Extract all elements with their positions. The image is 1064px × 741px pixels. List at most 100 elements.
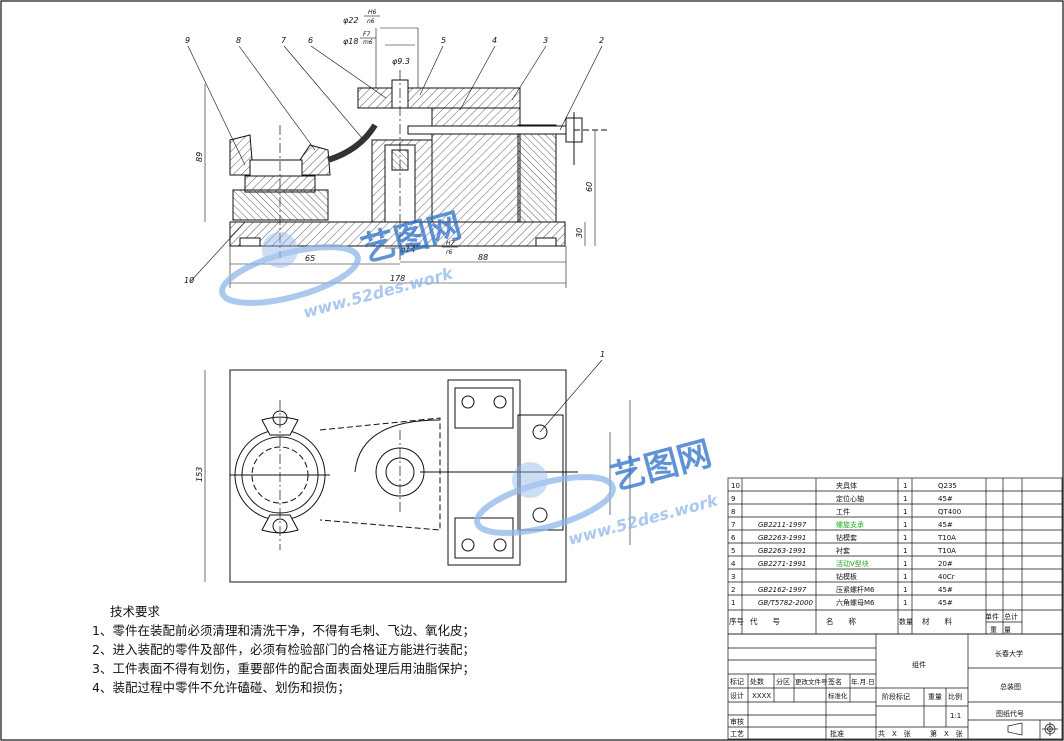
tb-scale: 1:1	[950, 712, 961, 720]
bom-cell-material: 45#	[938, 521, 953, 529]
fit-1-den: n6	[367, 18, 375, 25]
bom-cell-name: 工件	[836, 507, 850, 516]
leader-1: 1	[600, 350, 605, 359]
bom-cell-name: 螺旋支承	[836, 520, 864, 529]
bom-cell-material: Q235	[938, 482, 957, 490]
leader-7: 7	[281, 36, 287, 45]
tb-process: 工艺	[730, 730, 744, 738]
leader-8: 8	[236, 36, 241, 45]
tech-req-item: 4、装配过程中零件不允许磕碰、划伤和损伤；	[92, 680, 350, 695]
bom-cell-no: 8	[731, 508, 735, 516]
bom-cell-material: T10A	[937, 547, 956, 555]
bom-cell-qty: 1	[903, 495, 907, 503]
bom-cell-no: 9	[731, 495, 735, 503]
bom-cell-no: 10	[731, 482, 740, 490]
bom-cell-name: 钻模套	[836, 533, 857, 542]
tb-zone: 分区	[776, 677, 790, 686]
dim-178: 178	[390, 274, 405, 283]
bom-cell-qty: 1	[903, 534, 907, 542]
tech-req-item: 3、工件表面不得有划伤，重要部件的配合面表面处理后用油脂保护；	[92, 661, 475, 676]
v-block-body	[431, 107, 521, 223]
bom-cell-no: 4	[731, 560, 736, 568]
tech-req-item: 1、零件在装配前必须清理和清洗干净，不得有毛刺、飞边、氧化皮；	[92, 623, 475, 638]
tb-drawing-name: 总装图	[1000, 682, 1021, 691]
tb-sheet-no: 第 X 张	[930, 729, 963, 738]
fit-1-dia: φ22	[343, 16, 358, 25]
leader-3: 3	[543, 36, 548, 45]
bom-cell-qty: 1	[903, 599, 907, 607]
bom-cell-name: 压紧螺杆M6	[836, 585, 875, 594]
fit-2-den: m6	[363, 39, 373, 46]
bom-header-qty: 数量	[899, 617, 913, 626]
bom-cell-qty: 1	[903, 573, 907, 581]
dim-phi9: φ9.3	[392, 57, 410, 66]
dim-89: 89	[195, 152, 204, 162]
tb-mark: 标记	[730, 677, 744, 686]
tb-sheets: 共 X 张	[878, 729, 911, 738]
bom-cell-no: 5	[731, 547, 735, 555]
watermark-2-brand: 艺图网	[607, 434, 716, 499]
top-base-outline	[229, 369, 567, 583]
front-leaders	[187, 45, 603, 283]
top-dimensions	[204, 359, 631, 582]
fit-1-num: H6	[368, 9, 377, 16]
bom-cell-name: 六角螺母M6	[836, 598, 875, 607]
front-leader-labels: 9 8 7 6 5 4 3 2 10	[184, 36, 604, 285]
front-dimension-text: 65 88 178 60 30 89 φ9.3 φ22 H6 n6 φ18 F7…	[195, 9, 594, 283]
bom-cell-qty: 1	[903, 586, 907, 594]
fit-2-dia: φ18	[343, 37, 358, 46]
technical-requirements: 技术要求 1、零件在装配前必须清理和清洗干净，不得有毛刺、飞边、氧化皮； 2、进…	[92, 602, 552, 697]
tech-req-item: 2、进入装配的零件及部件，必须有检验部门的合格证方能进行装配；	[92, 642, 475, 657]
bom-cell-qty: 1	[903, 482, 907, 490]
fit-2-num: F7	[363, 31, 370, 38]
bom-cell-qty: 1	[903, 560, 907, 568]
bom-cell-material: 40Cr	[938, 573, 955, 581]
top-view	[229, 369, 578, 583]
clamp-block	[517, 124, 557, 223]
dim-153: 153	[195, 467, 204, 482]
tb-scale-label: 比例	[948, 692, 962, 701]
title-block-text: 标记 处数 分区 更改文件号 签名 年.月.日 设计 XXXX 标准化 审核 工…	[730, 649, 1024, 738]
bom-header-total: 总计	[1004, 612, 1018, 621]
leader-5: 5	[441, 36, 446, 45]
projection-symbol-icon	[1007, 722, 1058, 736]
bom-cell-name: 活动V型块	[836, 559, 869, 568]
tb-count: 处数	[750, 677, 764, 686]
bom-cell-qty: 1	[903, 547, 907, 555]
clamp-screw	[407, 125, 574, 135]
fit-3-num: H7	[446, 240, 455, 247]
bom-cell-code: GB2263-1991	[758, 547, 806, 555]
watermark-2-url: www.52des.work	[566, 490, 721, 549]
leader-2: 2	[599, 36, 604, 45]
bom-cell-no: 3	[731, 573, 735, 581]
bom-grid	[727, 477, 1063, 635]
bom-cell-code: GB2263-1991	[758, 534, 806, 542]
tb-sign: 签名	[828, 677, 842, 686]
bom-cell-no: 6	[731, 534, 736, 542]
bom-header-no: 序号	[729, 616, 744, 626]
bom-cell-code: GB2271-1991	[758, 560, 806, 568]
tech-req-title: 技术要求	[110, 604, 161, 619]
bom-cell-name: 定位心轴	[836, 494, 864, 503]
watermark-1-url: www.52des.work	[301, 263, 456, 322]
dim-88: 88	[478, 253, 488, 262]
bom-cell-qty: 1	[903, 508, 907, 516]
tb-review: 审核	[730, 717, 744, 726]
tb-designer: XXXX	[752, 692, 771, 700]
tb-standard: 标准化	[828, 691, 848, 700]
bom-cell-name: 夹具体	[836, 481, 857, 490]
tb-design: 设计	[730, 691, 744, 700]
locating-arbor	[232, 189, 329, 221]
bom-cell-code: GB/T5782-2000	[758, 599, 814, 607]
bom-cell-material: 45#	[938, 495, 953, 503]
fit-3-den: r6	[446, 249, 452, 256]
bom-cell-no: 1	[731, 599, 735, 607]
drill-plate	[357, 87, 521, 109]
leader-6: 6	[308, 36, 313, 45]
bom-header-name: 名 称	[826, 616, 856, 626]
bom-cell-code: GB2162-1997	[758, 586, 807, 594]
bom-cell-no: 7	[731, 521, 735, 529]
bom-cell-name: 衬套	[836, 546, 850, 555]
bom-cell-code: GB2211-1997	[758, 521, 807, 529]
